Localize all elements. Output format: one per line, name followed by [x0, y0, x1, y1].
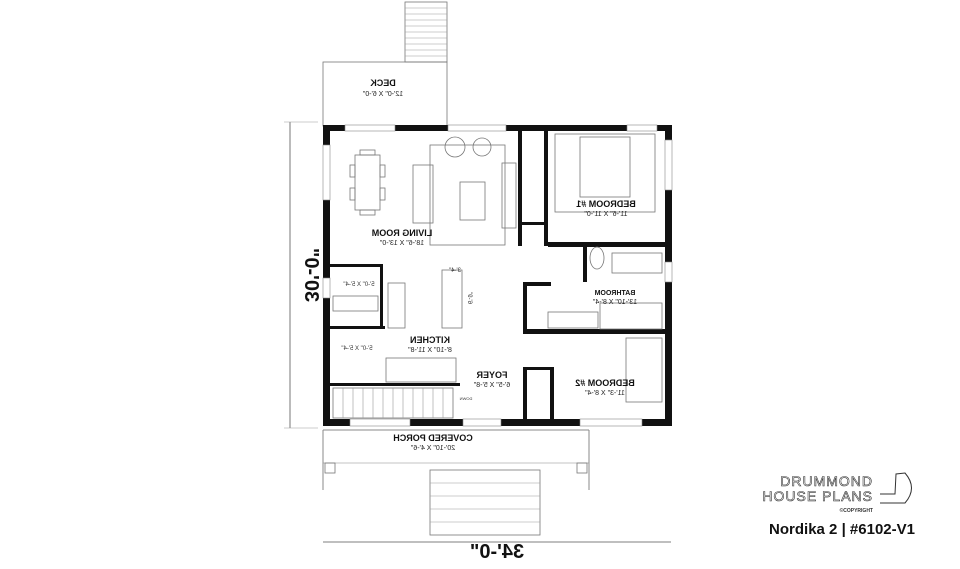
foyer-name: FOYER — [476, 370, 508, 380]
depth-dimension: 30'-0" — [300, 248, 322, 302]
island-length: 6'-9" — [466, 292, 472, 304]
living-room-name: LIVING ROOM — [372, 228, 433, 238]
porch-size: 20'-10" X 4'-6" — [410, 445, 455, 452]
bedroom2-name: BEDROOM #2 — [575, 378, 635, 388]
depth-dimension-line — [284, 121, 318, 429]
width-dimension: 34'-0" — [470, 541, 524, 563]
foyer-size: 6'-5" X 5'-8" — [473, 382, 510, 389]
logo-mark-icon — [880, 472, 912, 504]
bathroom-name: BATHROOM — [594, 290, 635, 297]
deck-stairs — [404, 1, 448, 63]
logo-copyright: ©COPYRIGHT — [840, 507, 873, 514]
kitchen-name: KITCHEN — [410, 335, 450, 345]
interior-stairs — [332, 387, 454, 419]
furniture — [332, 133, 663, 403]
living-room-size: 18'-6" X 13'-0" — [379, 240, 424, 247]
covered-porch — [322, 429, 590, 536]
deck-name: DECK — [370, 78, 396, 88]
plan-title: Nordika 2 | #6102-V1 — [769, 521, 915, 538]
drummond-logo: DRUMMOND HOUSE PLANS ©COPYRIGHT — [762, 472, 912, 514]
bedroom2-size: 11'-3" X 8'-4" — [585, 390, 625, 397]
bedroom1-name: BEDROOM #1 — [576, 199, 636, 209]
kitchen-size: 8'-10" X 11'-8" — [408, 347, 452, 354]
room-labels: DECK 12'-0" X 6'-0" LIVING ROOM 18'-6" X… — [341, 78, 637, 452]
closet1-size: 5'-0" X 5'-4" — [343, 282, 374, 288]
logo-line1: DRUMMOND — [780, 473, 873, 489]
exterior-walls — [322, 124, 673, 427]
bathroom-size: 13'-10" X 8'-4" — [592, 299, 637, 306]
island-width: 3'-4" — [449, 268, 461, 274]
interior-walls — [330, 131, 665, 422]
logo-line2: HOUSE PLANS — [762, 488, 873, 504]
closet2-size: 5'-0" X 5'-4" — [341, 346, 372, 352]
deck-size: 12'-0" X 6'-0" — [362, 91, 403, 98]
bedroom1-size: 11'-6" X 11'-0" — [584, 211, 628, 218]
stairs-down-label: DOWN — [460, 396, 473, 401]
porch-name: COVERED PORCH — [393, 433, 473, 443]
